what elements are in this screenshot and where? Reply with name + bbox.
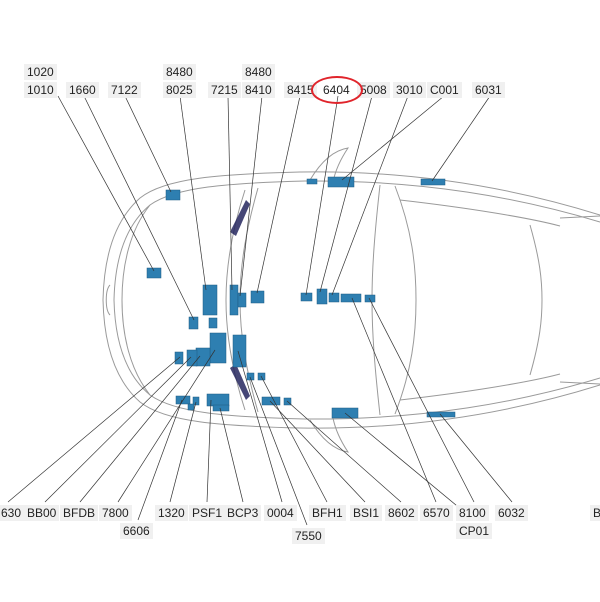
label-BB00: BB00 bbox=[24, 505, 60, 521]
component bbox=[306, 178, 318, 185]
component bbox=[328, 292, 340, 303]
label-BFDB: BFDB bbox=[60, 505, 99, 521]
label-BSI1: BSI1 bbox=[350, 505, 383, 521]
component bbox=[426, 411, 456, 418]
highlight-circle bbox=[311, 76, 363, 104]
component bbox=[186, 349, 198, 367]
component bbox=[300, 292, 313, 302]
component bbox=[206, 393, 230, 407]
component bbox=[165, 189, 181, 201]
component bbox=[237, 292, 247, 308]
label-8410: 8410 bbox=[242, 82, 275, 98]
label-7800: 7800 bbox=[99, 505, 132, 521]
component bbox=[212, 404, 230, 412]
leader-lines bbox=[7, 95, 513, 526]
label-8415: 8415 bbox=[284, 82, 317, 98]
label-1010: 1010 bbox=[24, 82, 57, 98]
label-7550: 7550 bbox=[292, 528, 325, 544]
component bbox=[246, 372, 255, 381]
component bbox=[146, 267, 162, 279]
label-0004: 0004 bbox=[264, 505, 297, 521]
label-8025: 8025 bbox=[163, 82, 196, 98]
component bbox=[208, 317, 218, 329]
component bbox=[340, 293, 362, 303]
label-C001: C001 bbox=[427, 82, 462, 98]
label-3010: 3010 bbox=[393, 82, 426, 98]
label-8602: 8602 bbox=[385, 505, 418, 521]
component bbox=[202, 284, 218, 316]
label-6031: 6031 bbox=[472, 82, 505, 98]
component bbox=[232, 334, 247, 368]
label-6032: 6032 bbox=[495, 505, 528, 521]
label-6606: 6606 bbox=[120, 523, 153, 539]
component bbox=[187, 403, 195, 411]
component bbox=[250, 290, 265, 304]
component bbox=[327, 176, 355, 188]
label-1660: 1660 bbox=[66, 82, 99, 98]
component bbox=[364, 294, 376, 303]
label-5008: 5008 bbox=[357, 82, 390, 98]
label-7215: 7215 bbox=[208, 82, 241, 98]
label-6570: 6570 bbox=[420, 505, 453, 521]
component bbox=[192, 396, 200, 406]
label-BCP3: BCP3 bbox=[224, 505, 262, 521]
component bbox=[316, 288, 328, 305]
label-630: 630 bbox=[0, 505, 25, 521]
component bbox=[188, 316, 199, 330]
label-8100: 8100 bbox=[456, 505, 489, 521]
component bbox=[195, 347, 211, 367]
label-1020: 1020 bbox=[24, 64, 57, 80]
label-B: B bbox=[590, 505, 600, 521]
label-8480-b: 8480 bbox=[242, 64, 275, 80]
label-PSF1: PSF1 bbox=[189, 505, 226, 521]
components bbox=[146, 176, 456, 419]
windshield bbox=[230, 200, 250, 400]
label-BFH1: BFH1 bbox=[309, 505, 346, 521]
label-CP01: CP01 bbox=[456, 523, 493, 539]
label-7122: 7122 bbox=[108, 82, 141, 98]
component bbox=[209, 332, 227, 364]
label-8480-a: 8480 bbox=[163, 64, 196, 80]
component bbox=[261, 396, 281, 406]
label-1320: 1320 bbox=[155, 505, 188, 521]
component bbox=[229, 284, 239, 316]
